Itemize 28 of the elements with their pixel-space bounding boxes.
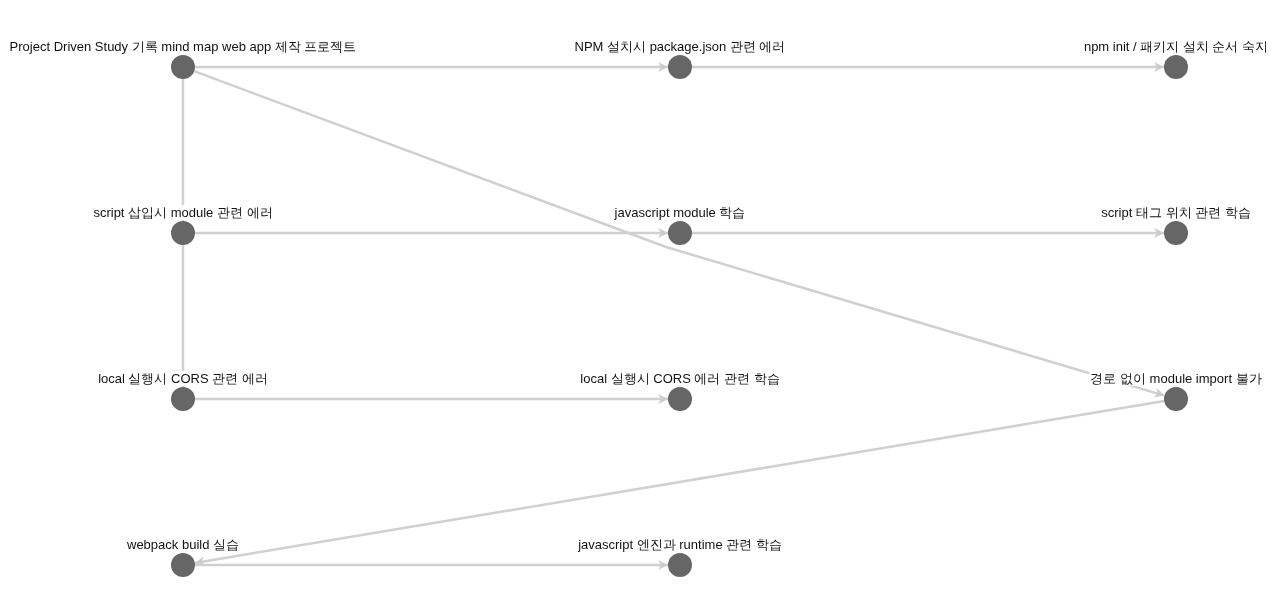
node-label: 경로 없이 module import 불가 [1089, 371, 1263, 386]
node-circle [668, 55, 692, 79]
node-circle [668, 387, 692, 411]
node-circle [1164, 55, 1188, 79]
arrow [692, 62, 1164, 72]
node-circle [171, 387, 195, 411]
arrow [195, 228, 668, 238]
node-circle [1164, 387, 1188, 411]
node-label: javascript 엔진과 runtime 관련 학습 [577, 537, 783, 552]
node-label: webpack build 실습 [126, 537, 240, 552]
arrow [195, 560, 668, 570]
arrow [195, 394, 668, 404]
node-circle [171, 55, 195, 79]
node-label: local 실행시 CORS 에러 관련 학습 [579, 371, 781, 386]
node-label: local 실행시 CORS 관련 에러 [97, 371, 269, 386]
node-circle [171, 221, 195, 245]
arrow [195, 62, 668, 72]
node-label: script 태그 위치 관련 학습 [1100, 205, 1252, 220]
node-circle [668, 221, 692, 245]
node-circle [1164, 221, 1188, 245]
node-circle [171, 553, 195, 577]
node-label: Project Driven Study 기록 mind map web app 제작 프로젝트 [8, 39, 358, 54]
arrow [692, 228, 1164, 238]
arrow [193, 70, 1165, 398]
node-circle [668, 553, 692, 577]
node-label: javascript module 학습 [613, 205, 747, 220]
node-label: script 삽입시 module 관련 에러 [92, 205, 274, 220]
arrow [194, 399, 1165, 567]
